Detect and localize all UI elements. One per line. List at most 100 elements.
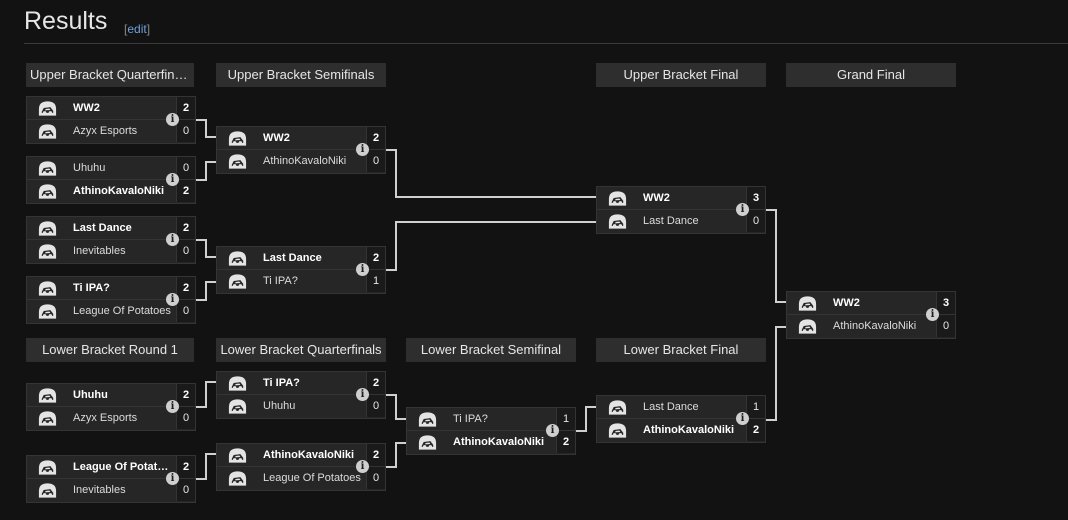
team-score: 3: [746, 187, 765, 209]
edit-link[interactable]: edit: [127, 22, 147, 36]
team-name: Ti IPA?: [73, 282, 110, 294]
team-score: 0: [176, 300, 195, 322]
team-logo-icon: [227, 469, 248, 489]
team-logo-icon: [37, 159, 58, 179]
team-name: Ti IPA?: [263, 377, 300, 389]
team-name: Uhuhu: [73, 389, 108, 401]
team-name: AthinoKavaloNiki: [263, 155, 347, 167]
results-header: Results [edit]: [24, 7, 150, 43]
round-header-lbqf: Lower Bracket Quarterfinals: [216, 338, 386, 362]
info-icon[interactable]: i: [356, 460, 369, 473]
team-logo-icon: [227, 152, 248, 172]
team-name: Last Dance: [643, 401, 699, 413]
team-logo-icon: [37, 242, 58, 262]
info-icon[interactable]: i: [166, 113, 179, 126]
team-logo-icon: [227, 272, 248, 292]
team-name: Azyx Esports: [73, 412, 138, 424]
info-icon[interactable]: i: [926, 308, 939, 321]
team-score: 0: [176, 479, 195, 501]
team-score: 3: [936, 292, 955, 314]
info-icon[interactable]: i: [166, 400, 179, 413]
team-logo-icon: [37, 481, 58, 501]
team-logo-icon: [37, 279, 58, 299]
team-score: 0: [176, 157, 195, 179]
round-header-ubf: Upper Bracket Final: [596, 63, 766, 87]
team-score: 0: [936, 315, 955, 337]
team-logo-icon: [797, 317, 818, 337]
team-score: 2: [176, 217, 195, 239]
round-header-lbr1: Lower Bracket Round 1: [26, 338, 194, 362]
team-name: Uhuhu: [263, 400, 296, 412]
team-name: WW2: [263, 132, 290, 144]
team-name: WW2: [833, 297, 860, 309]
info-icon[interactable]: i: [736, 203, 749, 216]
info-icon[interactable]: i: [166, 293, 179, 306]
page-title: Results: [24, 7, 108, 35]
team-score: 2: [746, 419, 765, 441]
info-icon[interactable]: i: [166, 173, 179, 186]
team-score: 0: [366, 395, 385, 417]
team-name: Inevitables: [73, 484, 126, 496]
team-logo-icon: [37, 122, 58, 142]
team-logo-icon: [37, 182, 58, 202]
info-icon[interactable]: i: [356, 388, 369, 401]
team-logo-icon: [227, 374, 248, 394]
team-logo-icon: [607, 398, 628, 418]
team-name: Last Dance: [643, 215, 699, 227]
team-score: 0: [176, 120, 195, 142]
team-score: 2: [176, 384, 195, 406]
team-logo-icon: [37, 302, 58, 322]
team-name: Ti IPA?: [263, 275, 298, 287]
team-logo-icon: [227, 129, 248, 149]
team-row: AthinoKavaloNiki 2: [596, 419, 766, 443]
team-score: 1: [746, 396, 765, 418]
info-icon[interactable]: i: [736, 412, 749, 425]
round-header-lbf: Lower Bracket Final: [596, 338, 766, 362]
team-score: 0: [746, 210, 765, 232]
info-icon[interactable]: i: [546, 424, 559, 437]
team-name: AthinoKavaloNiki: [453, 436, 545, 448]
team-logo-icon: [37, 409, 58, 429]
info-icon[interactable]: i: [356, 143, 369, 156]
team-logo-icon: [607, 421, 628, 441]
team-logo-icon: [37, 219, 58, 239]
info-icon[interactable]: i: [166, 233, 179, 246]
team-name: Ti IPA?: [453, 413, 488, 425]
team-score: 1: [366, 270, 385, 292]
team-score: 1: [556, 408, 575, 430]
round-header-ubsf: Upper Bracket Semifinals: [216, 63, 386, 87]
team-name: AthinoKavaloNiki: [263, 449, 355, 461]
team-name: WW2: [73, 102, 100, 114]
team-row: Uhuhu 0: [216, 395, 386, 419]
team-logo-icon: [37, 458, 58, 478]
team-name: AthinoKavaloNiki: [643, 424, 735, 436]
team-score: 0: [176, 240, 195, 262]
team-name: League Of Potatoes: [73, 461, 173, 473]
team-logo-icon: [417, 410, 438, 430]
team-logo-icon: [37, 386, 58, 406]
info-icon[interactable]: i: [166, 472, 179, 485]
info-icon[interactable]: i: [356, 263, 369, 276]
team-score: 2: [556, 431, 575, 453]
team-logo-icon: [417, 433, 438, 453]
team-score: 2: [176, 97, 195, 119]
team-name: League Of Potatoes: [263, 472, 361, 484]
